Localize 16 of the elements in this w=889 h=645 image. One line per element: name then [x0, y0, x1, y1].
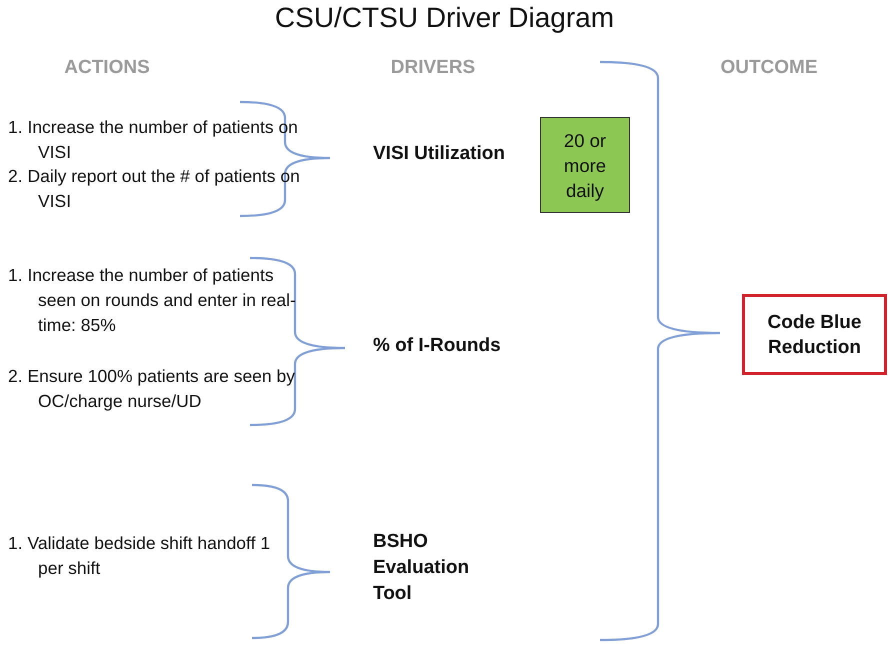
action-item: 1. Validate bedside shift handoff 1 per shift: [8, 532, 272, 580]
driver-label: BSHO Evaluation Tool: [373, 530, 470, 606]
driver-label: % of I-Rounds: [373, 334, 501, 358]
box-text: 20 or more daily: [562, 128, 608, 202]
column-header: ACTIONS: [63, 57, 151, 79]
action-item: 2. Daily report out the # of patients on VISI: [8, 165, 300, 213]
column-header: DRIVERS: [390, 57, 476, 79]
action-item: 2. Ensure 100% patients are seen by OC/charge nurse/UD: [8, 365, 296, 413]
column-header: OUTCOME: [719, 57, 819, 79]
action-item: 1. Increase the number of patients seen on rounds and enter in real-time: 85%: [8, 264, 297, 337]
box-text: Code Blue Reduction: [766, 310, 862, 360]
outcome-box: [742, 294, 887, 375]
action-item: 1. Increase the number of patients on VISI: [8, 116, 299, 164]
target-box: [540, 117, 630, 213]
driver-label: VISI Utilization: [373, 142, 505, 166]
diagram-title: CSU/CTSU Driver Diagram: [274, 2, 616, 34]
